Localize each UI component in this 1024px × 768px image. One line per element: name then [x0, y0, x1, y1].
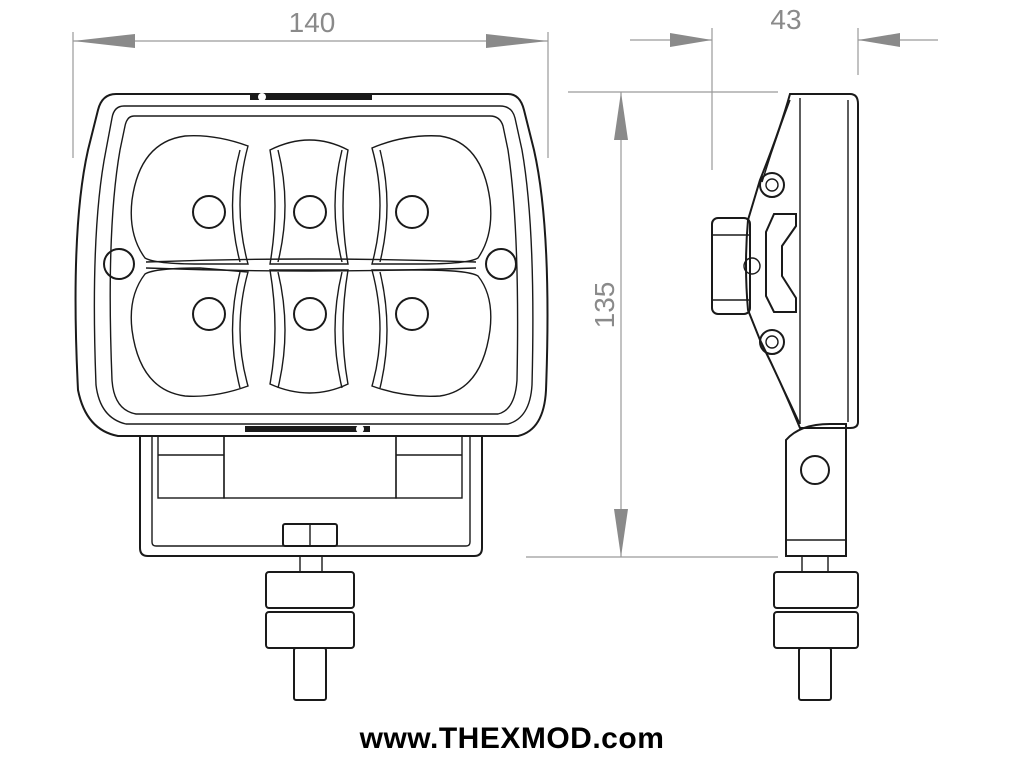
side-screw-bottom-inner	[765, 335, 779, 349]
side-screw-top-inner	[765, 178, 779, 192]
led-top-left	[192, 195, 226, 229]
side-screw-bottom	[759, 329, 785, 355]
depth-label: 43	[770, 4, 801, 35]
screw-left	[103, 248, 135, 280]
top-logo-mark	[250, 93, 372, 101]
screw-right	[485, 248, 517, 280]
website-url: www.THEXMOD.com	[359, 722, 665, 755]
bottom-logo-mark	[245, 425, 370, 433]
led-bottom-left	[192, 297, 226, 331]
mounting-stud-front	[265, 556, 355, 701]
dimension-width: 140	[72, 7, 549, 158]
front-view	[74, 93, 549, 701]
led-top-right	[395, 195, 429, 229]
mounting-stud-side	[773, 556, 859, 701]
led-bottom-center	[293, 297, 327, 331]
led-bottom-right	[395, 297, 429, 331]
side-view	[711, 93, 859, 701]
dimension-depth: 43	[630, 4, 938, 170]
side-screw-top	[759, 172, 785, 198]
led-top-center	[293, 195, 327, 229]
mounting-bracket-side	[785, 423, 847, 557]
mounting-bracket-front	[139, 435, 483, 557]
height-label: 135	[589, 282, 620, 329]
width-label: 140	[289, 7, 336, 38]
dimension-height: 135	[526, 91, 778, 558]
